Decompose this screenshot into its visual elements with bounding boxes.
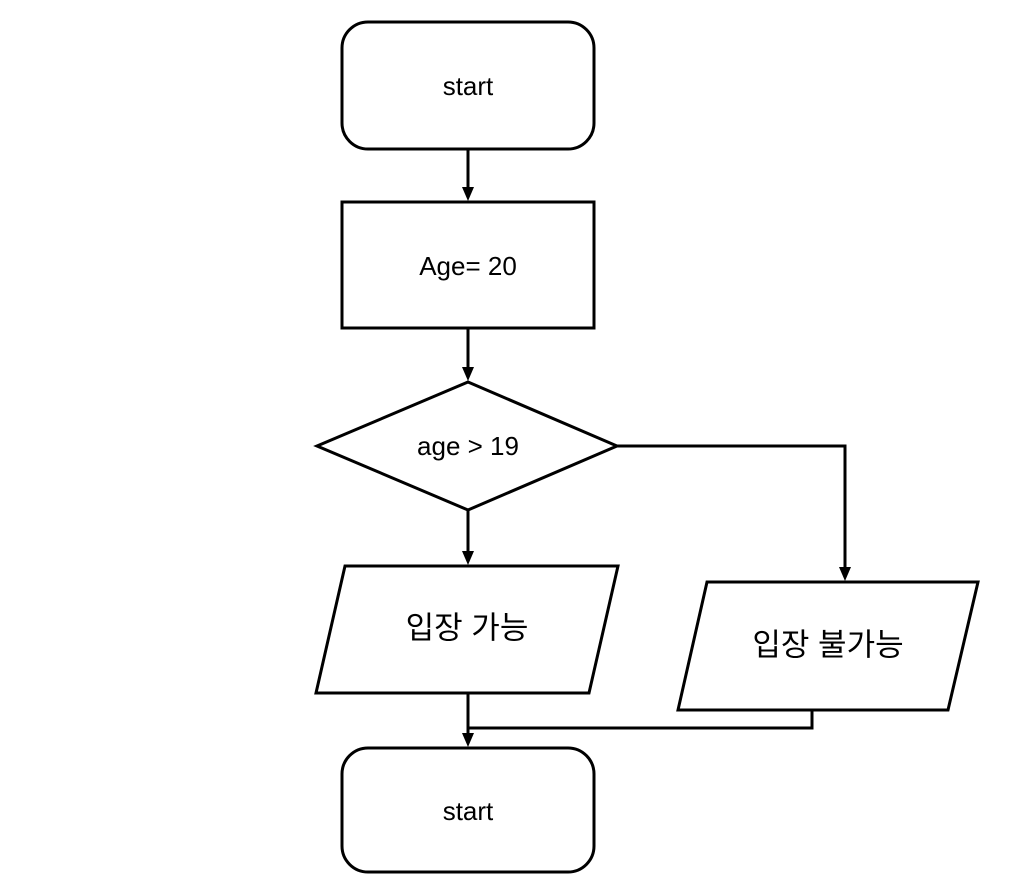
- decision-node-label: age > 19: [417, 431, 519, 461]
- edge-decision-to-denied: [617, 444, 847, 568]
- start-node-label: start: [443, 71, 494, 101]
- end-node-label: start: [443, 796, 494, 826]
- arrowhead-assign-to-decision: [462, 367, 474, 381]
- denied-node-label: 입장 불가능: [752, 628, 903, 663]
- start-terminal-shape: [340, 20, 596, 151]
- start-node: start: [340, 20, 596, 151]
- allowed-io-shape: [314, 564, 620, 695]
- edge-denied-to-end: [468, 710, 814, 730]
- decision-node: age > 19: [313, 380, 621, 512]
- arrowhead-decision-to-denied: [839, 567, 851, 581]
- decision-diamond-shape: [313, 380, 621, 512]
- assign-node-label: Age= 20: [419, 251, 517, 281]
- arrowhead-decision-to-allowed: [462, 551, 474, 565]
- arrowhead-merge-to-end: [462, 733, 474, 747]
- connectors: [462, 149, 851, 747]
- assign-process-shape: [340, 200, 596, 330]
- denied-io-shape: [676, 580, 980, 712]
- end-node: start: [340, 746, 596, 874]
- arrowhead-start-to-assign: [462, 187, 474, 201]
- end-terminal-shape: [340, 746, 596, 874]
- allowed-node-label: 입장 가능: [406, 611, 529, 646]
- allowed-node: 입장 가능: [314, 564, 620, 695]
- denied-node: 입장 불가능: [676, 580, 980, 712]
- assign-node: Age= 20: [340, 200, 596, 330]
